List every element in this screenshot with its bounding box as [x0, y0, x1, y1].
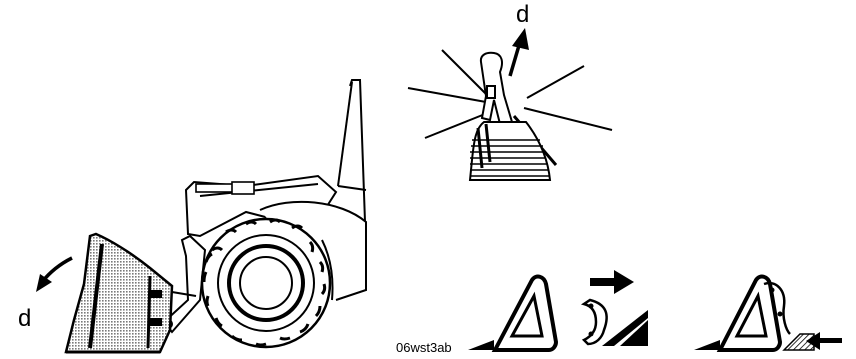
control-lever-icon [408, 28, 612, 180]
loader-bucket [66, 234, 172, 352]
loader-front-tire [202, 219, 330, 347]
direction-label-left: d [18, 305, 31, 332]
edge-insert-icon [584, 270, 648, 346]
direction-label-top: d [516, 1, 529, 28]
bucket-tooth-icon [468, 277, 556, 350]
figure-code: 06wst3ab [396, 340, 452, 354]
bucket-edge-installed-icon [694, 277, 842, 350]
bucket-tilt-arrow [36, 258, 72, 292]
